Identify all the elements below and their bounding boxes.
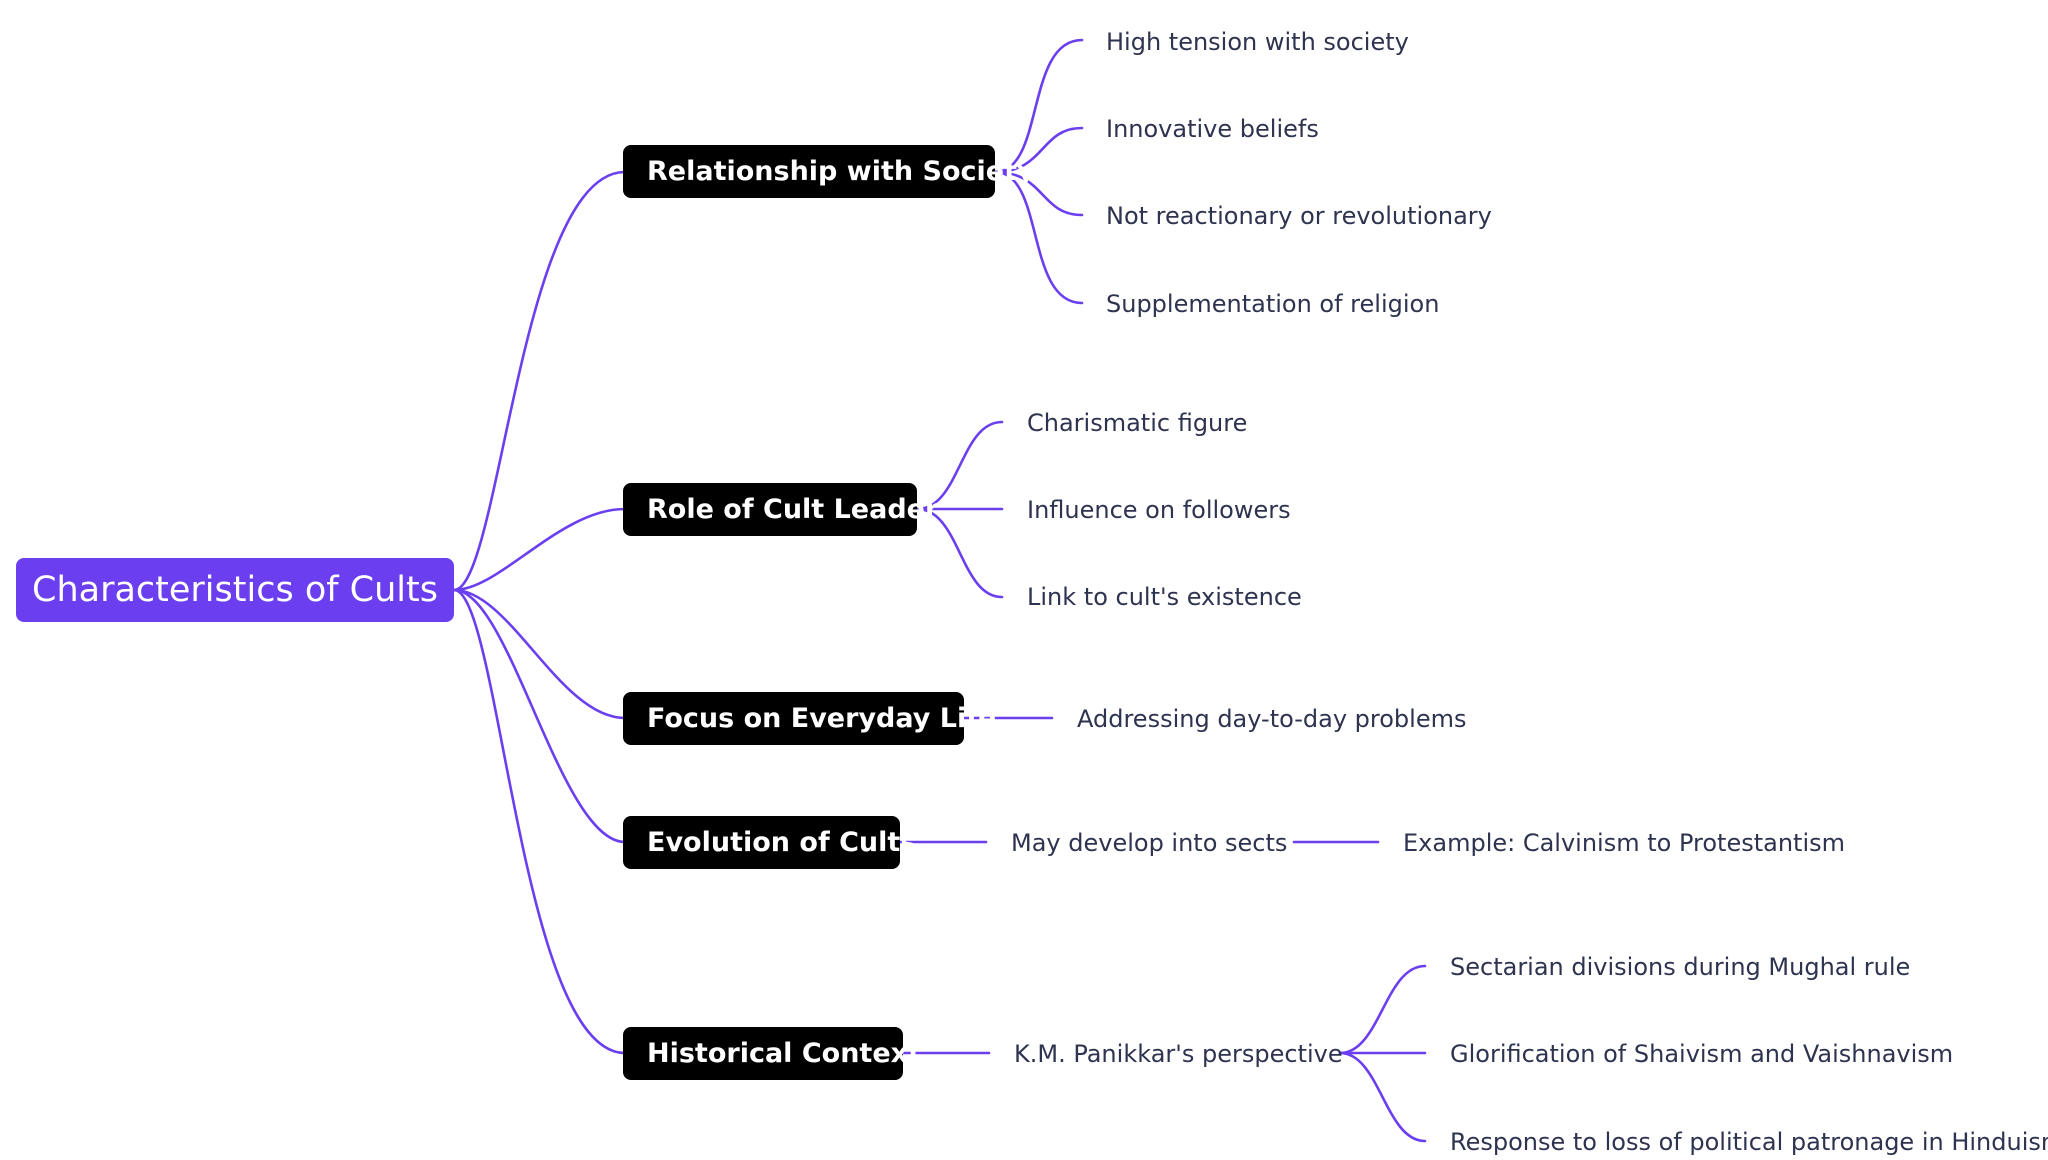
leaf-link-to-existence[interactable]: Link to cult's existence	[1027, 583, 1302, 611]
leaf-influence-on-followers[interactable]: Influence on followers	[1027, 496, 1291, 524]
leaf-panikkar-perspective[interactable]: K.M. Panikkar's perspective	[1014, 1040, 1343, 1068]
leaf-calvinism-example[interactable]: Example: Calvinism to Protestantism	[1403, 829, 1845, 857]
connector-root-to-evolution	[452, 588, 627, 844]
leaf-not-reactionary[interactable]: Not reactionary or revolutionary	[1106, 202, 1492, 230]
leaf-day-to-day-problems[interactable]: Addressing day-to-day problems	[1077, 705, 1467, 733]
leaf-innovative-beliefs[interactable]: Innovative beliefs	[1106, 115, 1319, 143]
branch-role-of-cult-leader[interactable]: Role of Cult Leader	[623, 483, 938, 536]
branch-historical-context[interactable]: Historical Context	[623, 1027, 921, 1080]
connector-relationship-child-4	[993, 170, 1084, 305]
leaf-supplementation[interactable]: Supplementation of religion	[1106, 290, 1440, 318]
connector-root-to-everyday-life	[452, 588, 627, 720]
leaf-charismatic-figure[interactable]: Charismatic figure	[1027, 409, 1248, 437]
connector-root-to-cult-leader	[452, 507, 627, 592]
connector-root-to-relationship	[452, 170, 627, 592]
leaf-sectarian-divisions[interactable]: Sectarian divisions during Mughal rule	[1450, 953, 1911, 981]
leaf-glorification[interactable]: Glorification of Shaivism and Vaishnavis…	[1450, 1040, 1954, 1068]
connector-relationship-child-3	[993, 170, 1084, 217]
connector-panikkar-child-1	[1338, 964, 1427, 1055]
connector-relationship-child-1	[993, 38, 1084, 174]
branch-relationship-with-society[interactable]: Relationship with Society	[623, 145, 1035, 198]
leaf-high-tension[interactable]: High tension with society	[1106, 28, 1409, 56]
branch-evolution-of-cults[interactable]: Evolution of Cults	[623, 816, 916, 869]
root-node[interactable]: Characteristics of Cults	[16, 558, 454, 622]
branch-focus-on-everyday-life[interactable]: Focus on Everyday Life	[623, 692, 996, 745]
leaf-political-patronage[interactable]: Response to loss of political patronage …	[1450, 1128, 2048, 1156]
connector-relationship-child-2	[993, 126, 1084, 174]
leaf-may-develop-into-sects[interactable]: May develop into sects	[1011, 829, 1288, 857]
connector-panikkar-child-3	[1338, 1051, 1427, 1143]
connector-cult-leader-child-3	[915, 507, 1004, 599]
connector-root-to-historical	[452, 588, 627, 1055]
connector-cult-leader-child-1	[915, 420, 1004, 511]
